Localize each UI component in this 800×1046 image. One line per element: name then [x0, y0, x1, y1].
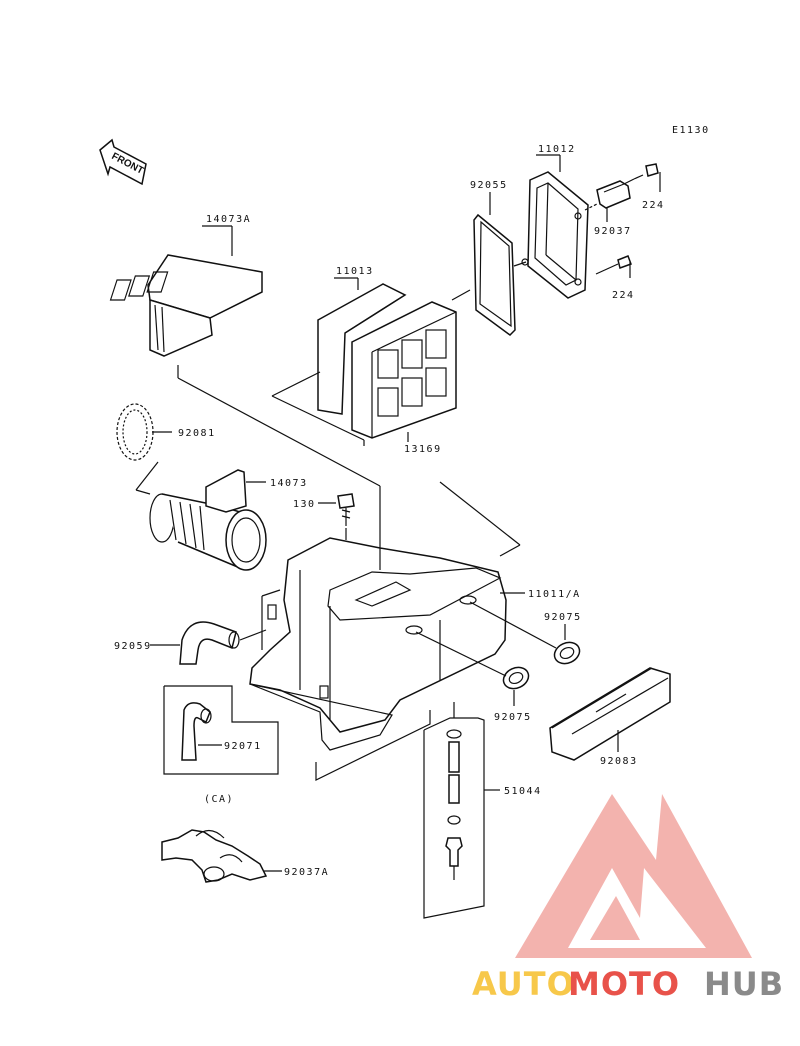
screw-224-bottom	[595, 255, 632, 275]
drain-assembly-51044	[445, 702, 463, 880]
ca-note: (CA)	[204, 794, 234, 805]
part-label-92075-bottom: 92075	[494, 712, 532, 723]
grommet-92075-bottom	[502, 666, 530, 690]
part-label-14073A: 14073A	[206, 214, 251, 225]
elbow-hose-92071	[181, 702, 212, 761]
ca-inset-box	[163, 685, 279, 775]
watermark-auto: AUTO	[472, 965, 575, 1003]
part-label-92037: 92037	[594, 226, 632, 237]
clamp-92037A	[161, 829, 268, 883]
screw-224-top	[619, 163, 659, 187]
part-label-92083: 92083	[600, 756, 638, 767]
air-cleaner-housing-11011A	[249, 537, 507, 751]
part-label-92075-right: 92075	[544, 612, 582, 623]
part-label-14073: 14073	[270, 478, 308, 489]
gasket-92055	[473, 213, 516, 336]
part-label-92081: 92081	[178, 428, 216, 439]
part-label-92055: 92055	[470, 180, 508, 191]
air-cleaner-cap-11012	[521, 171, 589, 299]
watermark-moto: MOTO	[568, 965, 680, 1003]
part-label-92037A: 92037A	[284, 867, 329, 878]
part-label-224-top: 224	[642, 200, 665, 211]
part-label-11013: 11013	[336, 266, 374, 277]
part-label-130: 130	[293, 499, 316, 510]
duct-14073A	[109, 254, 263, 357]
diagram-code: E1130	[672, 125, 710, 136]
bolt-130	[337, 493, 355, 526]
air-filter-11013	[317, 283, 407, 415]
filter-frame-13169	[351, 301, 457, 439]
hose-92059	[179, 621, 240, 665]
watermark-hub: HUB	[704, 965, 784, 1003]
front-arrow-icon: FRONT	[99, 138, 147, 186]
part-label-92071: 92071	[224, 741, 262, 752]
part-label-51044: 51044	[504, 786, 542, 797]
part-label-92059: 92059	[114, 641, 152, 652]
intake-boot-14073	[149, 469, 267, 571]
part-label-13169: 13169	[404, 444, 442, 455]
part-label-11011A: 11011/A	[528, 589, 581, 600]
hose-clamp-92081	[116, 403, 154, 461]
automotohub-logo-icon	[515, 794, 752, 958]
cover-92083	[549, 667, 671, 761]
part-label-224-bottom: 224	[612, 290, 635, 301]
drain-box	[423, 717, 485, 919]
part-label-11012: 11012	[538, 144, 576, 155]
clamp-92037	[596, 180, 631, 209]
grommet-92075-right	[553, 641, 581, 665]
